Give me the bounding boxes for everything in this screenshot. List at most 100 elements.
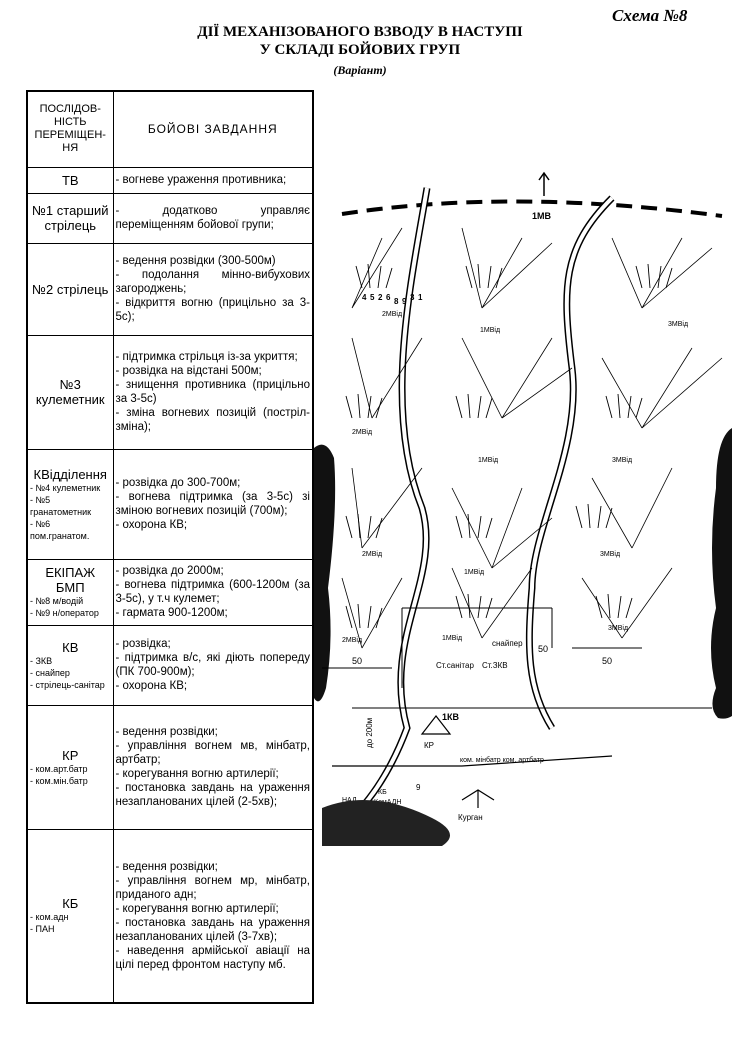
variant-label: (Варіант) [333,63,387,77]
task-item: - управління вогнем мр, мінбатр, придано… [115,874,311,901]
role-cell: ТВ [26,166,114,194]
tree-left [314,444,336,702]
road-right [525,195,615,730]
tasks-cell: - додатково управляє переміщенням бойово… [112,192,314,244]
distance-marks [322,607,712,709]
position-numbers: 4 5 2 6 8 9 3 1 [362,293,423,306]
group-label: 3МВід [668,320,688,328]
task-item: - додатково управляє переміщенням бойово… [115,205,311,231]
task-list: - ведення розвідки;- управління вогнем м… [116,860,311,972]
group-label: 1МВід [480,326,500,334]
task-item: - подолання мінно-вибухових загороджень; [115,269,311,295]
task-list: - ведення розвідки;- управління вогнем м… [116,725,311,809]
front-bottom-label: 1КВ [442,712,459,722]
pos-number: 5 [370,293,375,302]
task-item: - вогнева підтримка (за 3-5с) зі зміною … [115,491,311,517]
distance-label: 50 [538,644,548,654]
role-cell: №3 кулеметник [26,334,114,450]
pos-number: 3 [410,293,415,302]
role-member: - снайпер [30,667,70,678]
task-item: - охорона КВ; [115,680,188,692]
pos-number: 1 [418,293,423,302]
group-label: 2МВід [382,310,402,318]
task-item: - зміна вогневих позицій (постріл-зміна)… [115,407,311,433]
nad-label: НАД [342,797,357,804]
table-row: КВідділення- №4 кулеметник- №5 гранатоме… [26,448,314,560]
group-label: 2МВід [342,636,362,644]
role-cell: ЕКІПАЖ БМП- №8 м/водій- №9 н/оператор [26,558,114,626]
pos-number: 9 [402,297,407,306]
task-item: - підтримка стрільця із-за укриття; [115,351,298,363]
group-label: 1МВід [478,456,498,464]
task-item: - корегування вогню артилерії; [115,902,279,915]
role-cell: КВ- ЗКВ- снайпер- стрілець-санітар [26,624,114,706]
role-name: №1 старший стрілець [31,203,109,233]
group-label: 2МВід [362,550,382,558]
task-item: - розвідка до 300-700м; [115,477,241,489]
distance-label: 50 [352,656,362,666]
task-list: - додатково управляє переміщенням бойово… [116,204,311,232]
minbatr-label: ком. мінбатр ком. артбатр [460,756,544,764]
role-name: КВідділення [33,466,107,482]
role-name: КР [62,747,79,763]
role-name: ЕКІПАЖ БМП [45,565,96,595]
role-cell: КВідділення- №4 кулеметник- №5 гранатоме… [26,448,114,560]
tasks-cell: - розвідка до 2000м;- вогнева підтримка … [112,558,314,626]
group-label: 1МВід [442,634,462,642]
role-member: - №6 пом.гранатом. [30,518,90,541]
task-list: - ведення розвідки (300-500м) - подолання… [116,254,311,324]
role-member: - №9 н/оператор [30,608,99,618]
task-list: - підтримка стрільця із-за укриття; - роз… [116,350,311,434]
role-member: - ком.адн [30,912,69,923]
distance-label: 50 [602,656,612,666]
task-item: - розвідка на відстані 500м; [115,365,262,377]
role-name: ТВ [61,172,79,188]
zkv-label: Ст.ЗКВ [482,661,508,670]
role-cell: КР- ком.арт.батр- ком.мін.батр [26,704,114,830]
pos-number: 8 [394,297,399,306]
task-list: - розвідка до 300-700м; - вогнева підтрим… [116,476,311,532]
road-left [349,187,431,821]
medic-label: Ст.санітар [436,661,474,670]
group-label: 3МВід [600,550,620,558]
table-row: ЕКІПАЖ БМП- №8 м/водій- №9 н/оператор- р… [26,558,314,626]
pos-number: 2 [378,293,383,302]
kp-label: КР [424,741,434,750]
tasks-cell: - розвідка до 300-700м; - вогнева підтрим… [112,448,314,560]
role-name: КБ [62,896,79,912]
table-row: ТВ- вогневе ураження противника; [26,166,314,194]
task-item: - постановка завдань на ураження незапла… [115,916,311,943]
front-top-label: 1МВ [532,211,552,221]
group-labels: 2МВід 1МВід 3МВід 2МВід 1МВід 3МВід 2МВі… [342,310,688,644]
kurgan-hill [322,800,450,846]
kurgan-marker [461,789,495,808]
task-item: - вогнева підтримка (600-1200м (за 3-5с)… [115,579,311,605]
task-item: - ведення розвідки; [115,726,218,738]
scheme-number: Схема №8 [612,6,688,25]
role-member: - №4 кулеметник [30,482,101,493]
battle-diagram: 1МВ [314,171,732,846]
task-item: - гармата 900-1200м; [115,607,228,619]
group-label: 2МВід [352,428,372,436]
table-row: №3 кулеметник- підтримка стрільця із-за … [26,334,314,450]
tree-right [711,428,732,719]
tasks-table: ПОСЛІДОВ-НІСТЬ ПЕРЕМІЩЕН-НЯ БОЙОВІ ЗАВДА… [26,90,314,1004]
tasks-cell: - ведення розвідки;- управління вогнем м… [112,704,314,830]
role-cell: КБ- ком.адн- ПАН [26,828,114,1004]
task-item: - підтримка в/с, які діють попереду (ПК … [115,652,311,678]
table-body: ТВ- вогневе ураження противника; №1 старш… [26,166,314,1004]
task-item: - ведення розвідки (300-500м) [115,255,276,267]
role-member: - №5 гранатометник [30,494,92,517]
role-member: - ком.арт.батр [30,763,88,774]
group-label: 1МВід [464,568,484,576]
sniper-label: снайпер [492,639,523,648]
role-member: - стрілець-санітар [30,679,105,690]
kurgan-label: Курган [458,813,483,822]
task-list: - розвідка до 2000м;- вогнева підтримка … [116,564,311,620]
role-name: №2 стрілець [32,281,109,297]
role-member: - ЗКВ [30,655,53,666]
pos-number: 4 [362,293,367,302]
nine-label: 9 [416,783,421,792]
tasks-cell: - підтримка стрільця із-за укриття; - роз… [112,334,314,450]
distance-vertical: до 200м [365,718,374,748]
